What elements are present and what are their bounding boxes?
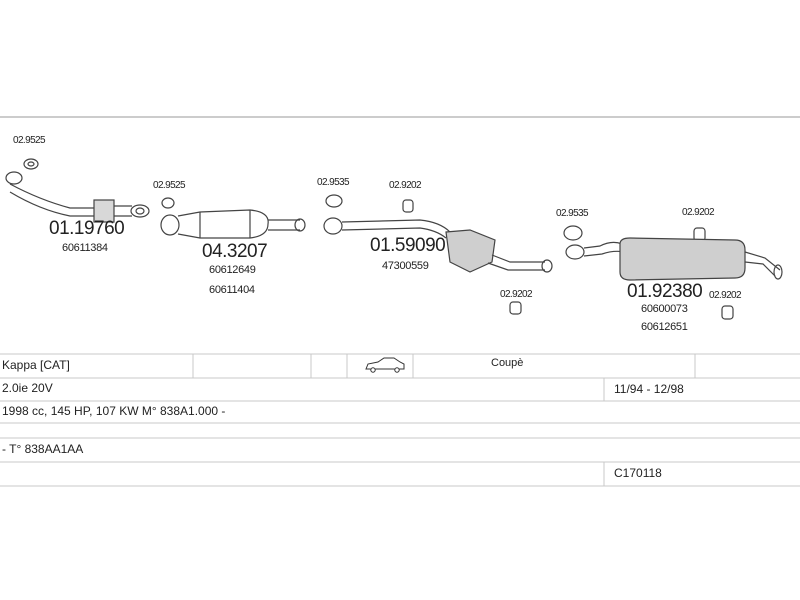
clamp-c-label: 02.9535 bbox=[317, 177, 350, 188]
catalyst-oe-1: 60612649 bbox=[209, 264, 256, 276]
rear-silencer-code: 01.92380 bbox=[627, 281, 703, 302]
hanger-c-label: 02.9202 bbox=[682, 207, 715, 218]
front-pipe-oe: 60611384 bbox=[62, 242, 108, 254]
production-years: 11/94 - 12/98 bbox=[614, 382, 684, 396]
clamp-d-label: 02.9535 bbox=[556, 208, 589, 219]
vehicle-type: - T° 838AA1AA bbox=[2, 442, 84, 456]
hanger-d-icon bbox=[721, 305, 734, 320]
clamp-b-icon bbox=[161, 197, 175, 209]
car-coupe-icon bbox=[365, 357, 405, 373]
middle-silencer-icon bbox=[323, 217, 553, 273]
engine-spec: 1998 cc, 145 HP, 107 KW M° 838A1.000 - bbox=[2, 404, 226, 418]
clamp-d-icon bbox=[563, 225, 583, 241]
catalyst-icon bbox=[160, 209, 306, 239]
middle-silencer-oe: 47300559 bbox=[382, 260, 429, 272]
hanger-b-icon bbox=[509, 301, 522, 315]
front-pipe-icon bbox=[5, 171, 150, 223]
hanger-d-label: 02.9202 bbox=[709, 290, 742, 301]
front-pipe-code: 01.19760 bbox=[49, 218, 125, 239]
clamp-c-icon bbox=[325, 194, 343, 208]
hanger-a-icon bbox=[402, 199, 414, 213]
info-table-grid bbox=[0, 353, 800, 487]
clamp-b-label: 02.9525 bbox=[153, 180, 186, 191]
vehicle-model: Kappa [CAT] bbox=[2, 358, 70, 372]
clamp-a-label: 02.9525 bbox=[13, 135, 46, 146]
catalyst-code: 04.3207 bbox=[202, 241, 268, 262]
clamp-a-icon bbox=[23, 158, 39, 170]
system-code: C170118 bbox=[614, 466, 662, 480]
rear-silencer-icon bbox=[565, 237, 783, 281]
rear-silencer-oe-1: 60600073 bbox=[641, 303, 688, 315]
hanger-a-label: 02.9202 bbox=[389, 180, 422, 191]
body-type: Coupè bbox=[491, 357, 524, 369]
hanger-b-label: 02.9202 bbox=[500, 289, 533, 300]
engine-name: 2.0ie 20V bbox=[2, 381, 53, 395]
rear-silencer-oe-2: 60612651 bbox=[641, 321, 688, 333]
middle-silencer-code: 01.59090 bbox=[370, 235, 446, 256]
catalyst-oe-2: 60611404 bbox=[209, 284, 255, 296]
